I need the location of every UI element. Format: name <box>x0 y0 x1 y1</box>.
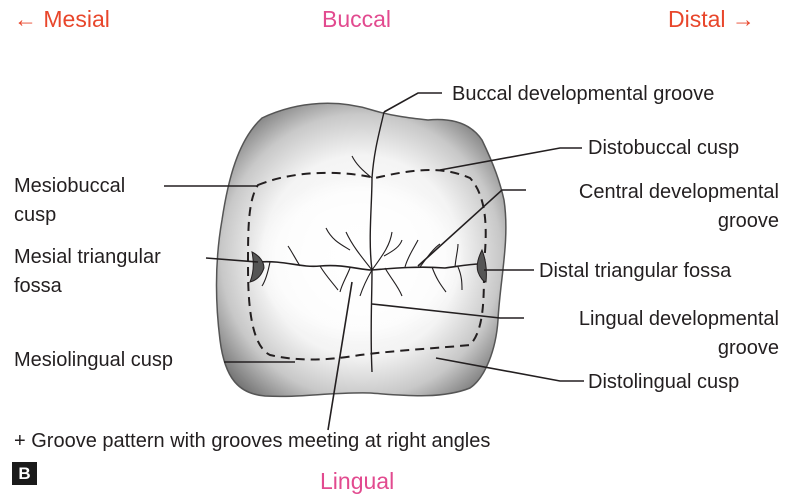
leader-buccal-dev-groove <box>384 93 442 112</box>
label-mesiolingual-cusp: Mesiolingual cusp <box>14 346 173 375</box>
label-distobuccal-cusp: Distobuccal cusp <box>588 134 739 163</box>
figure-letter-badge: B <box>12 462 37 485</box>
label-mesial-triangular-fossa: Mesial triangular fossa <box>14 243 161 301</box>
label-distal-triangular-fossa: Distal triangular fossa <box>539 257 731 286</box>
label-lingual-developmental-groove: Lingual developmental groove <box>579 305 779 363</box>
label-central-developmental-groove: Central developmental groove <box>579 178 779 236</box>
label-mesiobuccal-cusp: Mesiobuccal cusp <box>14 172 125 230</box>
lingual-groove <box>371 270 372 372</box>
label-buccal-developmental-groove: Buccal developmental groove <box>452 80 714 109</box>
figure-caption: + Groove pattern with grooves meeting at… <box>14 427 490 456</box>
label-distolingual-cusp: Distolingual cusp <box>588 368 739 397</box>
